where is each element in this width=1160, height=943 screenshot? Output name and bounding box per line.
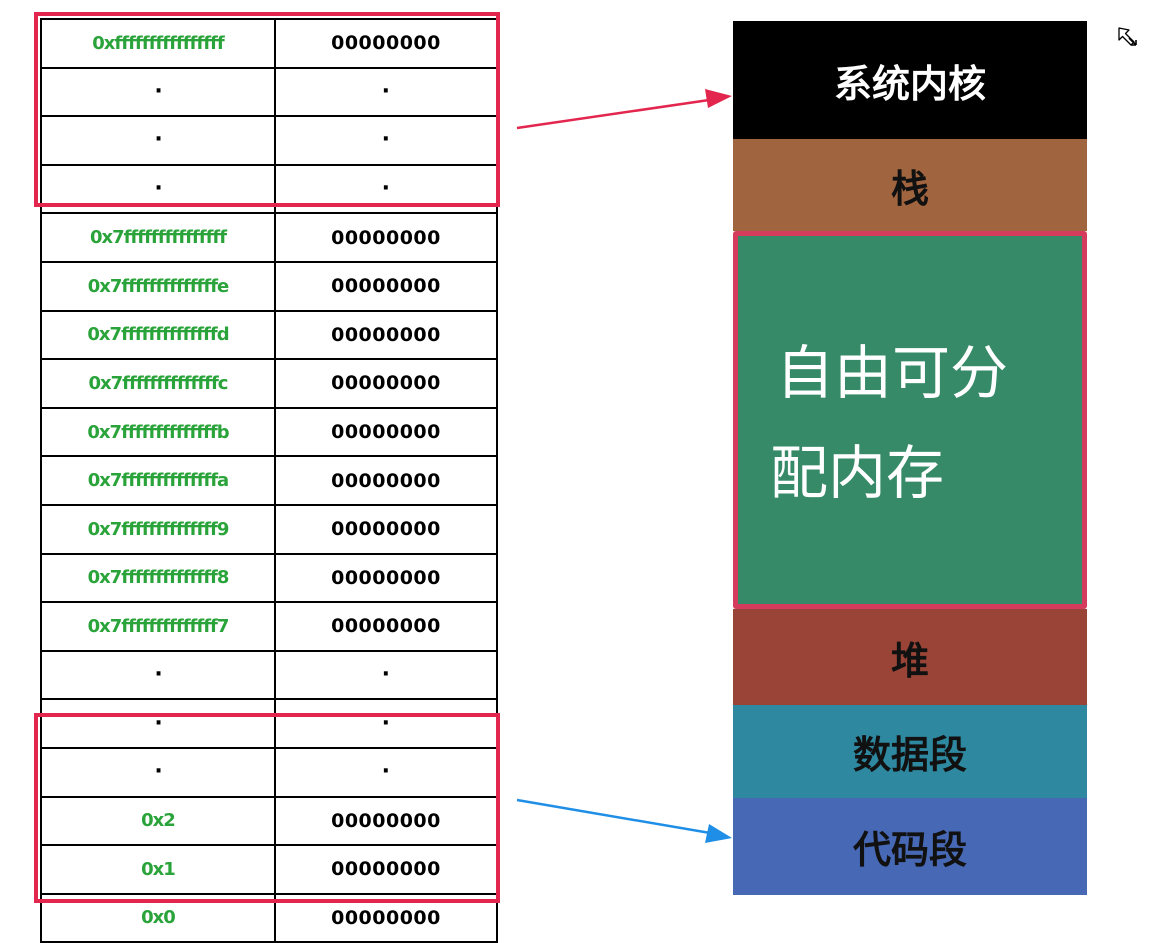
segment-code-label: 代码段 [852, 828, 967, 872]
free-memory-line-2: 配内存 [770, 438, 945, 507]
address-cell: 0x7ffffffffffffffc [40, 358, 276, 409]
ellipsis-cell: · [40, 649, 276, 701]
table-row: ·· [40, 649, 498, 701]
code-address-highlight [34, 713, 500, 903]
table-row: ·· [40, 115, 498, 166]
segment-stack-label: 栈 [890, 166, 929, 211]
arrow-to-kernel [516, 89, 732, 130]
ellipsis-cell: · [40, 746, 276, 798]
value-cell: 00000000 [274, 358, 498, 409]
segment-free-memory: 自由可分 配内存 [733, 231, 1087, 609]
address-cell: 0x2 [40, 795, 276, 847]
ellipsis-cell: · [40, 115, 276, 166]
address-cell: 0x7ffffffffffffffd [40, 309, 276, 361]
value-cell: 00000000 [274, 844, 498, 895]
segment-stack: 栈 [733, 139, 1087, 231]
segment-heap-label: 堆 [890, 638, 929, 683]
address-cell: 0x1 [40, 844, 276, 895]
value-cell: 00000000 [274, 18, 498, 69]
address-cell: 0x7ffffffffffffff7 [40, 601, 276, 652]
value-cell: 00000000 [274, 795, 498, 847]
ellipsis-cell: · [274, 66, 498, 118]
address-cell: 0x7ffffffffffffff9 [40, 503, 276, 555]
arrow-to-code-segment [516, 798, 732, 843]
address-cell: 0x7ffffffffffffffe [40, 260, 276, 312]
value-cell: 00000000 [274, 503, 498, 555]
ellipsis-cell: · [274, 746, 498, 798]
resize-cursor-icon [1118, 27, 1137, 46]
ellipsis-cell: · [274, 698, 498, 749]
value-cell: 00000000 [274, 552, 498, 604]
ellipsis-cell: · [274, 115, 498, 166]
address-cell: 0x7ffffffffffffffa [40, 455, 276, 506]
segment-data: 数据段 [733, 705, 1087, 798]
value-cell: 00000000 [274, 309, 498, 361]
segment-data-label: 数据段 [852, 733, 967, 777]
address-cell: 0x7ffffffffffffffb [40, 406, 276, 458]
ellipsis-cell: · [40, 66, 276, 118]
value-cell: 00000000 [274, 406, 498, 458]
free-memory-line-1: 自由可分 [776, 339, 1009, 407]
segment-free-memory-label: 自由可分 配内存 [770, 324, 1009, 524]
segment-kernel: 系统内核 [733, 21, 1087, 139]
value-cell: 00000000 [274, 212, 498, 263]
ellipsis-cell: · [40, 698, 276, 749]
table-row: ·· [40, 746, 498, 798]
kernel-address-highlight [34, 12, 500, 207]
segment-code: 代码段 [733, 798, 1087, 895]
value-cell: 00000000 [274, 455, 498, 506]
address-cell: 0x7ffffffffffffff8 [40, 552, 276, 604]
value-cell: 00000000 [274, 260, 498, 312]
address-cell: 0x7fffffffffffffff [40, 212, 276, 263]
address-cell: 0xffffffffffffffff [40, 18, 276, 69]
table-row: ·· [40, 698, 498, 749]
ellipsis-cell: · [274, 649, 498, 701]
segment-kernel-label: 系统内核 [833, 61, 986, 106]
segment-heap: 堆 [733, 609, 1087, 705]
value-cell: 00000000 [274, 601, 498, 652]
table-row: ·· [40, 66, 498, 118]
